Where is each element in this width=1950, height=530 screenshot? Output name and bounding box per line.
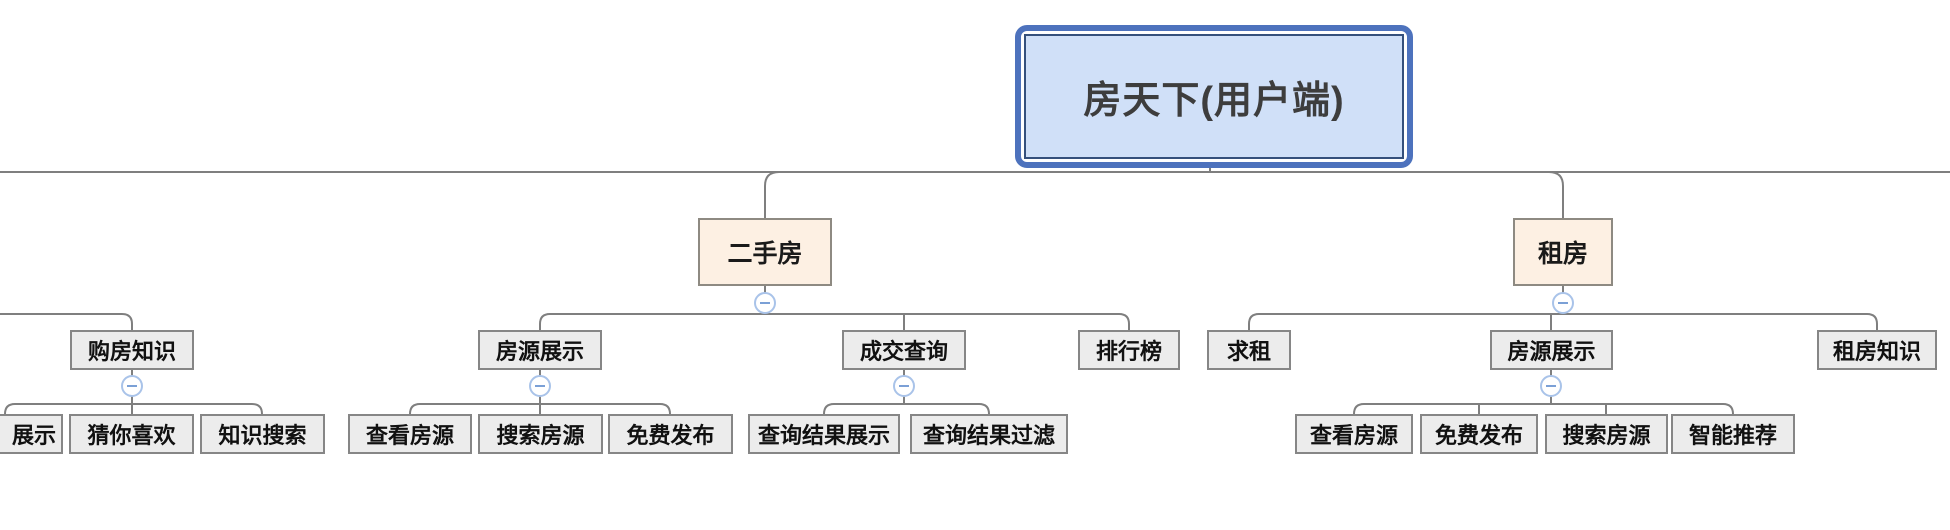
node-sh-deal-query[interactable]: 成交查询: [842, 330, 966, 370]
minus-icon: [1546, 385, 1556, 387]
purchase-knowledge-children-rail: [4, 403, 263, 416]
node-rent-knowledge[interactable]: 租房知识: [1817, 330, 1937, 370]
node-sh-search-listing[interactable]: 搜索房源: [478, 414, 603, 454]
minus-icon: [899, 385, 909, 387]
node-sh-ranking[interactable]: 排行榜: [1078, 330, 1180, 370]
rent-children-rail: [1248, 313, 1878, 332]
minus-icon: [535, 385, 545, 387]
node-sh-listing-display[interactable]: 房源展示: [478, 330, 602, 370]
collapse-button-deal-query[interactable]: [893, 375, 915, 397]
node-rent-seek[interactable]: 求租: [1207, 330, 1291, 370]
collapse-button-sh-listing[interactable]: [529, 375, 551, 397]
node-dq-result-display[interactable]: 查询结果展示: [748, 414, 900, 454]
minus-icon: [127, 385, 137, 387]
node-rent-smart-recommend[interactable]: 智能推荐: [1671, 414, 1795, 454]
collapse-button-rent[interactable]: [1552, 292, 1574, 314]
node-rent-view-listing[interactable]: 查看房源: [1295, 414, 1413, 454]
node-sh-free-publish[interactable]: 免费发布: [608, 414, 733, 454]
rent-branch-connector: [1548, 171, 1564, 218]
node-pk-guess-you-like[interactable]: 猜你喜欢: [69, 414, 194, 454]
node-root-label: 房天下(用户端): [1024, 34, 1404, 159]
node-pk-knowledge-search[interactable]: 知识搜索: [200, 414, 325, 454]
node-second-hand[interactable]: 二手房: [698, 218, 832, 286]
collapse-button-purchase-knowledge[interactable]: [121, 375, 143, 397]
collapse-button-second-hand[interactable]: [754, 292, 776, 314]
node-sh-view-listing[interactable]: 查看房源: [348, 414, 472, 454]
node-root[interactable]: 房天下(用户端): [1015, 25, 1413, 168]
node-purchase-knowledge[interactable]: 购房知识: [70, 330, 194, 370]
node-pk-display-clipped[interactable]: 展示: [0, 414, 63, 454]
secondhand-branch-connector: [764, 171, 780, 218]
collapse-button-rent-listing[interactable]: [1540, 375, 1562, 397]
node-rent-listing-display[interactable]: 房源展示: [1490, 330, 1613, 370]
deal-query-children-rail: [823, 403, 990, 416]
clipped-left-rail: [0, 313, 133, 332]
node-rent-free-publish[interactable]: 免费发布: [1420, 414, 1538, 454]
secondhand-children-rail: [539, 313, 1130, 332]
minus-icon: [760, 302, 770, 304]
node-dq-result-filter[interactable]: 查询结果过滤: [910, 414, 1068, 454]
minus-icon: [1558, 302, 1568, 304]
rent-listing-children-rail: [1353, 403, 1734, 416]
node-rent[interactable]: 租房: [1513, 218, 1613, 286]
node-rent-search-listing[interactable]: 搜索房源: [1545, 414, 1668, 454]
